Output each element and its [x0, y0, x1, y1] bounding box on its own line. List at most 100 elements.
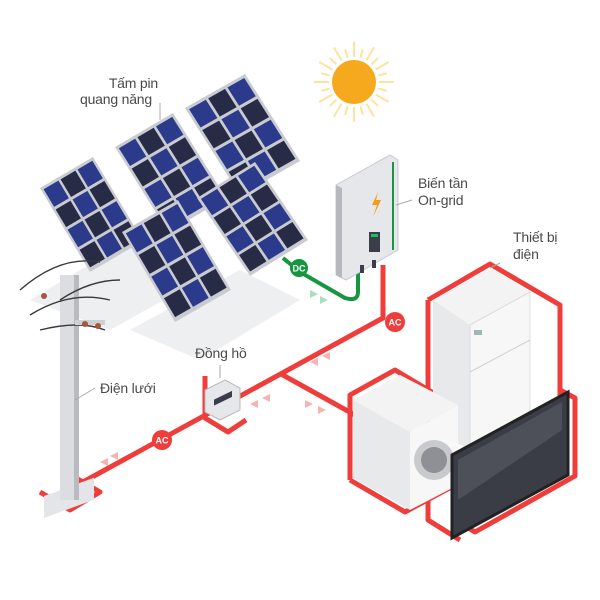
- solar-cell: [138, 246, 166, 274]
- solar-cell: [234, 130, 264, 159]
- inverter: [335, 154, 399, 281]
- sun-ray: [333, 46, 343, 61]
- solar-cell: [125, 224, 153, 253]
- solar-cell: [250, 184, 279, 211]
- ac-badge-text: AC: [389, 318, 402, 328]
- sun-ray: [377, 87, 388, 92]
- solar-cell: [118, 138, 147, 167]
- solar-cell: [156, 235, 184, 264]
- ac-badge-inverter: AC: [385, 312, 405, 332]
- sun-ray: [359, 105, 364, 116]
- solar-cell: [79, 241, 105, 268]
- solar-cell: [101, 201, 127, 228]
- dc-cable: [281, 256, 360, 302]
- solar-cell: [238, 165, 266, 193]
- sun-ray: [344, 48, 349, 59]
- label-inverter: Biến tần On-grid: [418, 175, 468, 209]
- sun-ray: [375, 61, 390, 71]
- solar-cell: [226, 226, 254, 253]
- solar-panel: [122, 200, 231, 322]
- solar-cell: [232, 196, 260, 223]
- sun-ray: [320, 72, 331, 77]
- solar-cell: [240, 98, 270, 127]
- washing-machine: [353, 375, 458, 510]
- solar-cell: [67, 220, 93, 248]
- utility-pole: [19, 260, 121, 518]
- sun-ray: [377, 72, 388, 77]
- television: [450, 389, 570, 541]
- sun-ray: [370, 98, 379, 107]
- solar-cell: [215, 141, 244, 170]
- solar-cell: [208, 88, 237, 117]
- sun-ray: [318, 93, 333, 103]
- sun-ray: [318, 61, 333, 71]
- solar-cell: [257, 233, 286, 260]
- solar-cell: [77, 160, 103, 188]
- dc-badge-text: DC: [293, 264, 306, 274]
- solar-cell: [43, 180, 69, 207]
- solar-cell: [144, 179, 172, 207]
- sun-ray: [365, 46, 375, 61]
- solar-cell: [168, 137, 197, 165]
- solar-cell: [169, 257, 197, 286]
- solar-cell: [187, 247, 214, 276]
- label-inverter-line2: On-grid: [418, 192, 464, 208]
- solar-cell: [219, 177, 247, 204]
- solar-cell: [276, 221, 304, 249]
- flow-arrows: [100, 290, 330, 466]
- ac-badge-text: AC: [156, 436, 169, 446]
- solar-cell: [244, 214, 273, 242]
- sun-ray: [365, 103, 375, 118]
- solar-cell: [89, 180, 115, 208]
- dc-badge: DC: [290, 259, 308, 277]
- sun-ray: [375, 93, 390, 103]
- solar-cell: [55, 200, 81, 228]
- sun-ray: [333, 103, 343, 118]
- sun-ray: [344, 105, 349, 116]
- label-leaders: [74, 103, 501, 401]
- solar-cell: [143, 214, 171, 243]
- sun-ray: [329, 98, 338, 107]
- solar-panels: [40, 74, 308, 322]
- solar-cell: [221, 109, 250, 138]
- solar-panel: [185, 74, 300, 195]
- ac-badge-grid: AC: [152, 430, 172, 450]
- solar-cell: [181, 279, 209, 307]
- solar-cell: [200, 188, 229, 216]
- sun-ray: [370, 57, 379, 66]
- sun-ray: [329, 57, 338, 66]
- solar-cell: [213, 207, 242, 235]
- electric-meter: [204, 379, 241, 421]
- solar-cell: [263, 203, 291, 230]
- label-panels-line1: Tấm pin: [108, 75, 158, 91]
- solar-cell: [84, 210, 110, 238]
- solar-cell: [202, 120, 231, 149]
- solar-cell: [137, 127, 165, 156]
- label-appliances-line1: Thiết bị: [513, 229, 558, 245]
- solar-cell: [227, 77, 256, 106]
- solar-panel: [197, 162, 308, 276]
- label-grid: Điện lưới: [100, 380, 156, 396]
- solar-cell: [181, 157, 209, 186]
- solar-cell: [253, 119, 283, 148]
- solar-cell: [199, 268, 227, 297]
- solar-cell: [175, 188, 204, 217]
- solar-cell: [131, 159, 160, 187]
- label-appliances-line2: điện: [513, 246, 539, 262]
- sun-ray: [359, 48, 364, 59]
- solar-cell: [72, 190, 98, 218]
- label-appliances: Thiết bị điện: [513, 229, 558, 263]
- label-inverter-line1: Biến tần: [418, 175, 468, 191]
- solar-cell: [174, 225, 202, 254]
- solar-cell: [161, 203, 189, 232]
- solar-cell: [239, 244, 267, 272]
- solar-cell: [150, 148, 178, 176]
- solar-cell: [189, 99, 218, 128]
- label-meter: Đồng hồ: [195, 345, 247, 361]
- solar-cell: [96, 231, 122, 258]
- solar-cell: [162, 168, 191, 196]
- sun-ray: [320, 87, 331, 92]
- solar-cell: [267, 140, 296, 169]
